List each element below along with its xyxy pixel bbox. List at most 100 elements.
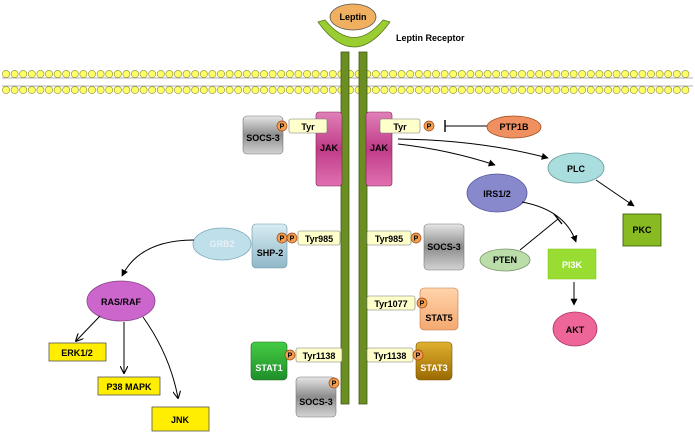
lipid-head (672, 70, 681, 78)
tyr1077[interactable]: Tyr1077 (366, 295, 416, 311)
lipid-head (165, 70, 174, 78)
lipid-head (543, 70, 552, 78)
svg-text:P: P (427, 124, 432, 131)
lipid-head (36, 86, 45, 94)
lipid-head (225, 86, 234, 94)
lipid-head (492, 86, 501, 94)
lipid-head (328, 70, 337, 78)
lipid-head (251, 86, 260, 94)
pkc-node[interactable]: PKC (622, 213, 662, 247)
stat1-node[interactable]: STAT1 (250, 341, 288, 381)
lipid-head (569, 86, 578, 94)
lipid-head (664, 70, 673, 78)
phospho-tyr1077: P (416, 297, 428, 309)
lipid-head (638, 70, 647, 78)
socs3-bottom[interactable]: SOCS-3 (295, 376, 337, 418)
rasraf-node[interactable]: RAS/RAF (86, 280, 156, 322)
lipid-head (483, 86, 492, 94)
lipid-head (604, 86, 612, 94)
lipid-head (251, 70, 260, 78)
akt-node[interactable]: AKT (552, 311, 598, 347)
pi3k-node[interactable]: PI3K (547, 248, 597, 280)
lipid-head (174, 86, 182, 94)
ptp1b-node[interactable]: PTP1B (486, 115, 542, 139)
lipid-head (681, 86, 690, 94)
jnk-node[interactable]: JNK (151, 406, 210, 432)
jak-left-label: JAK (320, 143, 339, 153)
arrow-rasraf-to-jnk (142, 316, 178, 398)
socs3-top-left[interactable]: SOCS-3 (242, 115, 284, 155)
lipid-head (440, 70, 449, 78)
lipid-head (586, 86, 595, 94)
lipid-head (234, 70, 243, 78)
plc-node[interactable]: PLC (547, 152, 605, 184)
phospho-tyr985-left: P (286, 232, 298, 244)
lipid-head (105, 86, 114, 94)
lipid-head (234, 86, 243, 94)
lipid-head (466, 86, 475, 94)
socs3-right[interactable]: SOCS-3 (423, 223, 465, 271)
tyr-left[interactable]: Tyr (288, 118, 328, 134)
lipid-head (423, 70, 432, 78)
leptin-label: Leptin (340, 12, 367, 22)
leptin-ligand[interactable]: Leptin (329, 3, 377, 31)
lipid-head (303, 70, 311, 78)
lipid-head (79, 86, 88, 94)
lipid-head (105, 70, 114, 78)
lipid-head (526, 70, 535, 78)
lipid-head (432, 70, 440, 78)
socs3-right-label: SOCS-3 (427, 242, 461, 252)
svg-text:P: P (290, 236, 295, 243)
tyr985-right[interactable]: Tyr985 (366, 230, 412, 246)
erk12-node[interactable]: ERK1/2 (48, 342, 107, 362)
lipid-head (500, 70, 509, 78)
lipid-head (371, 86, 380, 94)
irs12-node[interactable]: IRS1/2 (466, 173, 528, 213)
lipid-head (621, 70, 630, 78)
lipid-head (260, 70, 268, 78)
lipid-head (62, 70, 71, 78)
socs3-bottom-label: SOCS-3 (299, 397, 333, 407)
pten-node[interactable]: PTEN (479, 248, 531, 272)
lipid-head (268, 70, 277, 78)
p38mapk-node[interactable]: P38 MAPK (97, 376, 161, 396)
lipid-head (70, 70, 79, 78)
lipid-head (475, 86, 483, 94)
lipid-head (277, 70, 286, 78)
lipid-head (492, 70, 501, 78)
lipid-head (139, 86, 148, 94)
tyr1138-left-label: Tyr1138 (303, 351, 336, 361)
shp2-node[interactable]: SHP-2 (251, 223, 288, 269)
tyr985-left[interactable]: Tyr985 (297, 230, 341, 246)
erk12-label: ERK1/2 (61, 348, 93, 358)
lipid-head (380, 70, 389, 78)
tyr-right[interactable]: Tyr (379, 118, 421, 134)
stat3-node[interactable]: STAT3 (415, 341, 453, 381)
lipid-head (672, 86, 681, 94)
grb2-node[interactable]: GRB2 (192, 227, 252, 261)
lipid-head (655, 86, 664, 94)
lipid-head (380, 86, 389, 94)
socs3-top-left-label: SOCS-3 (246, 133, 280, 143)
lipid-head (569, 70, 578, 78)
lipid-head (552, 70, 561, 78)
phospho-tyr1138-left: P (284, 349, 296, 361)
lipid-head (174, 70, 182, 78)
lipid-head (397, 70, 406, 78)
lipid-head (70, 86, 79, 94)
tyr1138-left[interactable]: Tyr1138 (295, 347, 343, 363)
lipid-head (148, 70, 157, 78)
tyr1138-right[interactable]: Tyr1138 (366, 347, 414, 363)
irs12-label: IRS1/2 (483, 189, 511, 199)
lipid-head (578, 86, 587, 94)
lipid-head (457, 70, 466, 78)
p38mapk-label: P38 MAPK (106, 382, 152, 392)
ptp1b-inhibition (444, 120, 487, 132)
arrow-jak-to-plc (397, 138, 549, 160)
tyr985-left-label: Tyr985 (305, 234, 333, 244)
lipid-head (311, 70, 320, 78)
jak-right-label: JAK (370, 143, 389, 153)
svg-text:P: P (280, 236, 285, 243)
stat5-node[interactable]: STAT5 (419, 287, 459, 331)
lipid-head (466, 70, 475, 78)
